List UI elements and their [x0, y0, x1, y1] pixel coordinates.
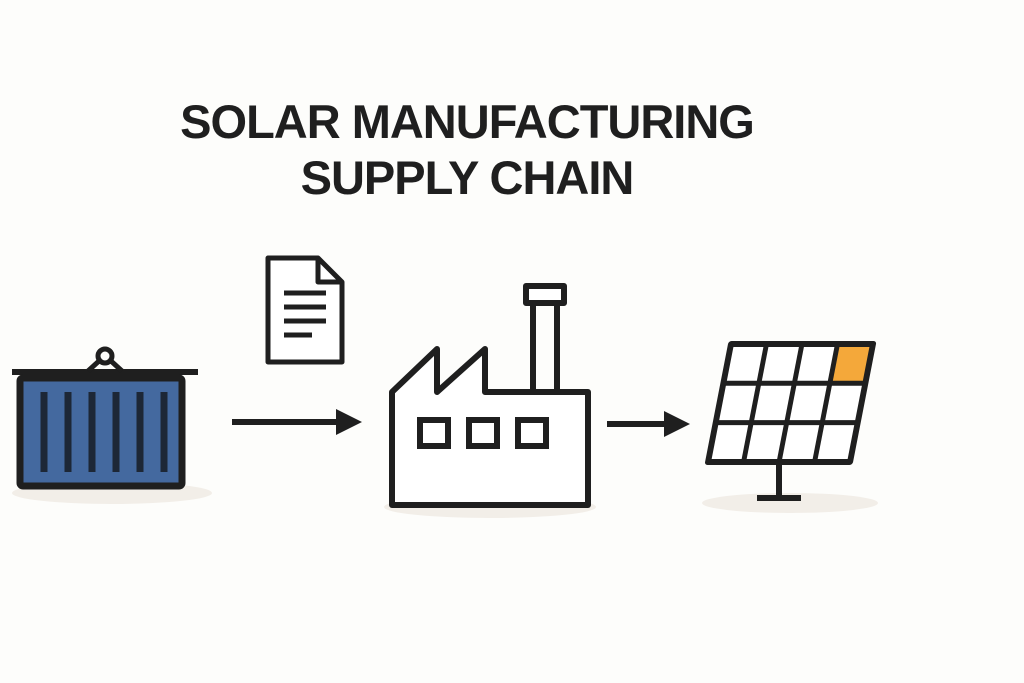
- solar-panel-frame: [705, 341, 877, 465]
- document-icon: [265, 255, 345, 365]
- diagram-title-line2: SUPPLY CHAIN: [300, 151, 635, 205]
- container-hanger-left: [86, 359, 101, 373]
- shipping-container-icon: [12, 346, 198, 490]
- container-hook-ring: [95, 346, 115, 366]
- diagram-title: SOLAR MANUFACTURING SUPPLY CHAIN: [0, 94, 934, 207]
- factory-windows: [417, 417, 549, 449]
- arrow-factory-to-solar-panel: [607, 411, 690, 437]
- document-text-lines: [284, 290, 326, 338]
- arrow-head: [336, 409, 362, 435]
- solar-panel-shadow: [702, 493, 878, 513]
- document-sheet: [265, 255, 345, 365]
- factory-chimney-cap: [523, 283, 567, 306]
- document-fold-corner: [315, 258, 342, 285]
- container-hanger-right: [109, 359, 124, 373]
- solar-panel-icon: [705, 341, 877, 501]
- solar-grid-lines: [715, 344, 866, 462]
- factory-icon: [389, 283, 591, 508]
- diagram-title-line1: SOLAR MANUFACTURING: [180, 95, 755, 148]
- solar-cell-highlight: [829, 344, 873, 384]
- arrow-head: [664, 411, 690, 437]
- factory-building: [389, 346, 591, 508]
- solar-panel-grid: [705, 341, 877, 465]
- arrow-container-to-factory: [232, 409, 362, 435]
- container-stripes: [40, 392, 168, 472]
